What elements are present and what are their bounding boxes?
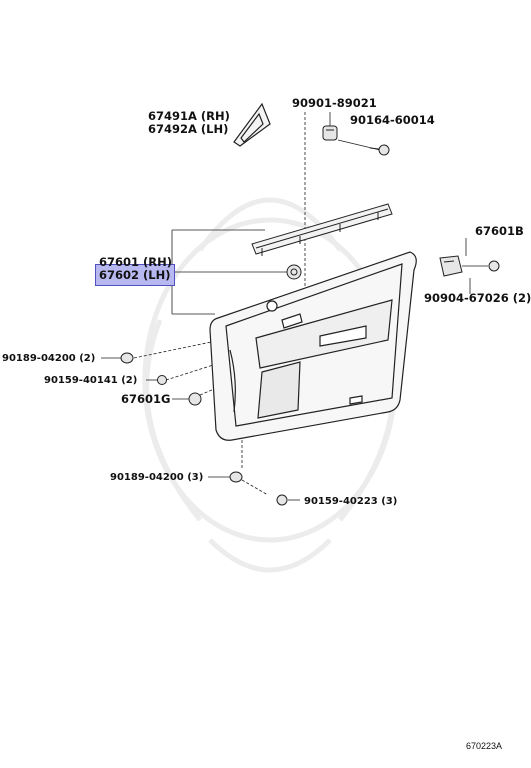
label-67491a[interactable]: 67491A (RH) xyxy=(148,109,230,123)
label-67601-rh[interactable]: 67601 (RH) xyxy=(99,255,173,269)
label-67492a[interactable]: 67492A (LH) xyxy=(148,122,229,136)
screw-part xyxy=(369,144,390,156)
label-90189-04200-2[interactable]: 90189-04200 (2) xyxy=(2,353,96,364)
door-trim-panel xyxy=(209,251,417,441)
label-67601b[interactable]: 67601B xyxy=(475,224,524,238)
label-90159-40223[interactable]: 90159-40223 (3) xyxy=(304,496,398,507)
label-90901-89021[interactable]: 90901-89021 xyxy=(292,96,377,110)
clip-part xyxy=(322,125,338,141)
label-90164-60014[interactable]: 90164-60014 xyxy=(350,113,435,127)
label-67602-lh[interactable]: 67602 (LH) xyxy=(99,268,171,282)
label-90159-40141[interactable]: 90159-40141 (2) xyxy=(44,375,138,386)
selected-part-highlight xyxy=(95,264,175,286)
label-90904-67026[interactable]: 90904-67026 (2) xyxy=(424,291,531,305)
diagram-code: 670223A xyxy=(466,741,503,751)
weatherstrip-part xyxy=(251,203,393,256)
screw-part-2 xyxy=(488,260,500,272)
clip-part-left xyxy=(120,352,288,506)
switch-base-part xyxy=(439,255,463,277)
leader-lines xyxy=(101,112,488,501)
mirror-garnish-part xyxy=(233,102,271,147)
label-67601g[interactable]: 67601G xyxy=(121,392,171,406)
trim-clip-part xyxy=(286,264,302,280)
label-90189-04200-3[interactable]: 90189-04200 (3) xyxy=(110,472,204,483)
